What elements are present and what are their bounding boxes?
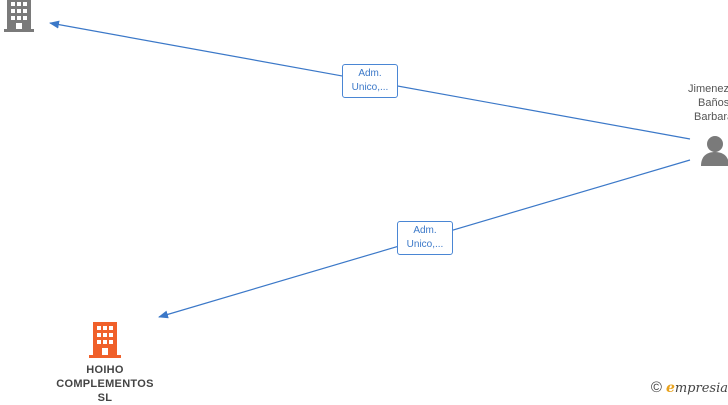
copyright-icon: © xyxy=(650,379,662,396)
company-name-bottom[interactable]: HOIHO COMPLEMENTOS SL xyxy=(40,363,170,405)
building-icon xyxy=(4,0,34,32)
person-icon xyxy=(701,136,728,166)
person-name-line-3: Barbara xyxy=(694,111,728,123)
company-name-line-2: COMPLEMENTOS xyxy=(56,378,154,390)
person-name-line-2: Baños xyxy=(698,97,728,109)
person-name[interactable]: Jimenez Baños Barbara xyxy=(688,82,728,124)
edge-label-bottom-line-2: Unico,... xyxy=(406,239,444,250)
brand-logo-letter: e xyxy=(665,379,675,396)
edge-label-bottom[interactable]: Adm. Unico,... xyxy=(397,221,453,255)
company-node-bottom[interactable]: HOIHO COMPLEMENTOS SL xyxy=(40,320,170,404)
edge-label-top[interactable]: Adm. Unico,... xyxy=(342,64,398,98)
company-name-line-3: SL xyxy=(97,392,113,404)
edge-label-bottom-line-1: Adm. xyxy=(413,225,437,236)
edge-label-top-line-2: Unico,... xyxy=(351,82,389,93)
brand-logo: empresia xyxy=(666,380,728,396)
edge-label-top-line-1: Adm. xyxy=(358,68,382,79)
building-icon xyxy=(89,322,121,358)
company-name-line-1: HOIHO xyxy=(86,364,124,376)
company-node-top[interactable] xyxy=(2,0,38,34)
brand-watermark: © empresia xyxy=(651,379,728,396)
person-name-line-1: Jimenez xyxy=(688,83,728,95)
brand-logo-text: mpresia xyxy=(674,380,728,396)
person-node[interactable]: Jimenez Baños Barbara xyxy=(684,82,728,172)
